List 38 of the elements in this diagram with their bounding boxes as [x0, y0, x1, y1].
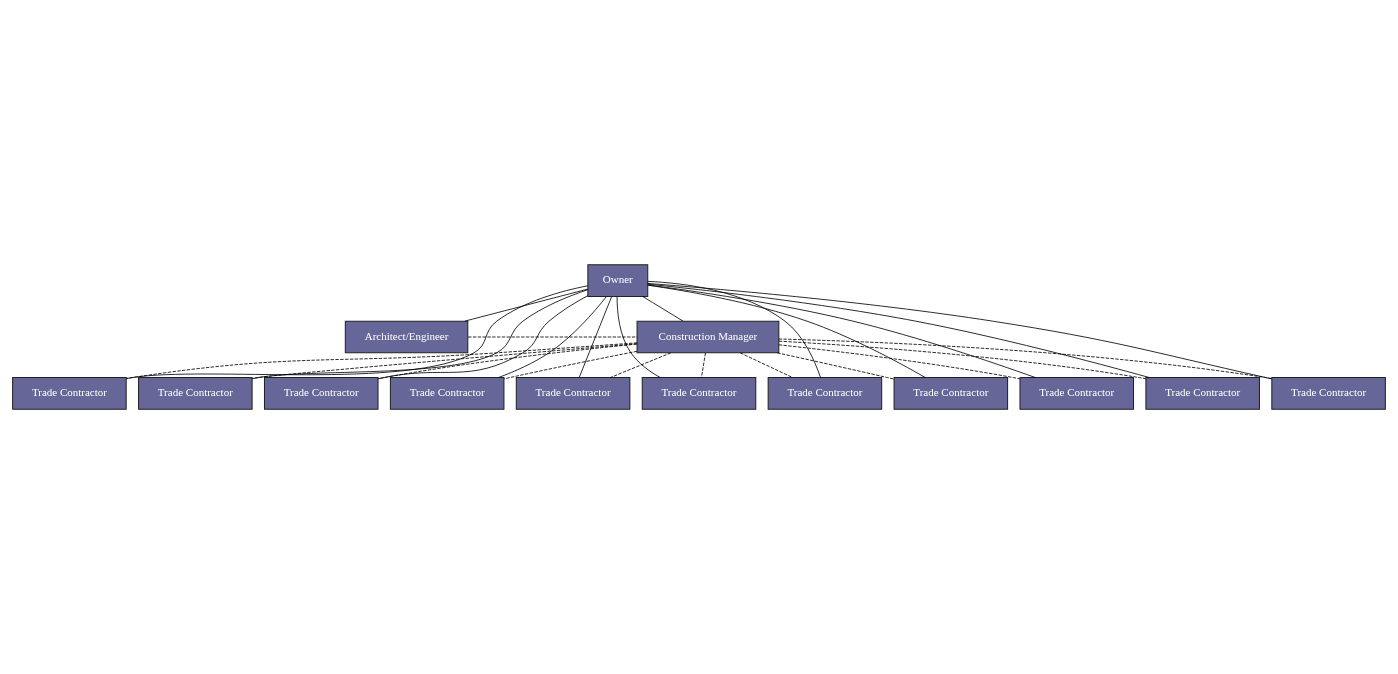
connector	[776, 352, 895, 380]
node-box: Trade Contractor	[1145, 377, 1260, 410]
connector	[778, 338, 1273, 379]
node-box: Trade Contractor	[641, 377, 757, 410]
connector	[778, 340, 1147, 380]
node-box: Trade Contractor	[263, 377, 379, 410]
node-box: Architect/Engineer	[344, 320, 469, 354]
connector	[616, 296, 661, 378]
connector	[467, 336, 638, 338]
connector	[503, 350, 638, 380]
node-box: Trade Contractor	[1271, 377, 1386, 410]
node-box: Trade Contractor	[515, 377, 631, 410]
connector	[377, 295, 589, 380]
connector	[739, 352, 794, 378]
connector	[701, 352, 706, 378]
node-box: Construction Manager	[636, 320, 780, 354]
connector	[609, 352, 672, 378]
connector	[578, 296, 613, 378]
connector	[647, 283, 1273, 380]
connector	[251, 343, 638, 379]
connector	[778, 344, 1021, 380]
node-box: Trade Contractor	[767, 377, 883, 410]
node-box: Trade Contractor	[12, 377, 127, 410]
node-box: Trade Contractor	[1019, 377, 1135, 410]
node-box: Trade Contractor	[893, 377, 1009, 410]
node-box: Trade Contractor	[389, 377, 505, 410]
connector	[647, 284, 1036, 378]
connector	[125, 342, 638, 379]
connector	[498, 296, 607, 378]
connector	[377, 343, 638, 380]
connector	[125, 285, 589, 379]
connector	[647, 280, 821, 378]
connector	[642, 296, 684, 322]
connector	[251, 289, 589, 380]
connector	[464, 288, 589, 322]
node-box: Owner	[587, 264, 649, 297]
connector	[647, 283, 1150, 378]
node-box: Trade Contractor	[138, 377, 253, 410]
